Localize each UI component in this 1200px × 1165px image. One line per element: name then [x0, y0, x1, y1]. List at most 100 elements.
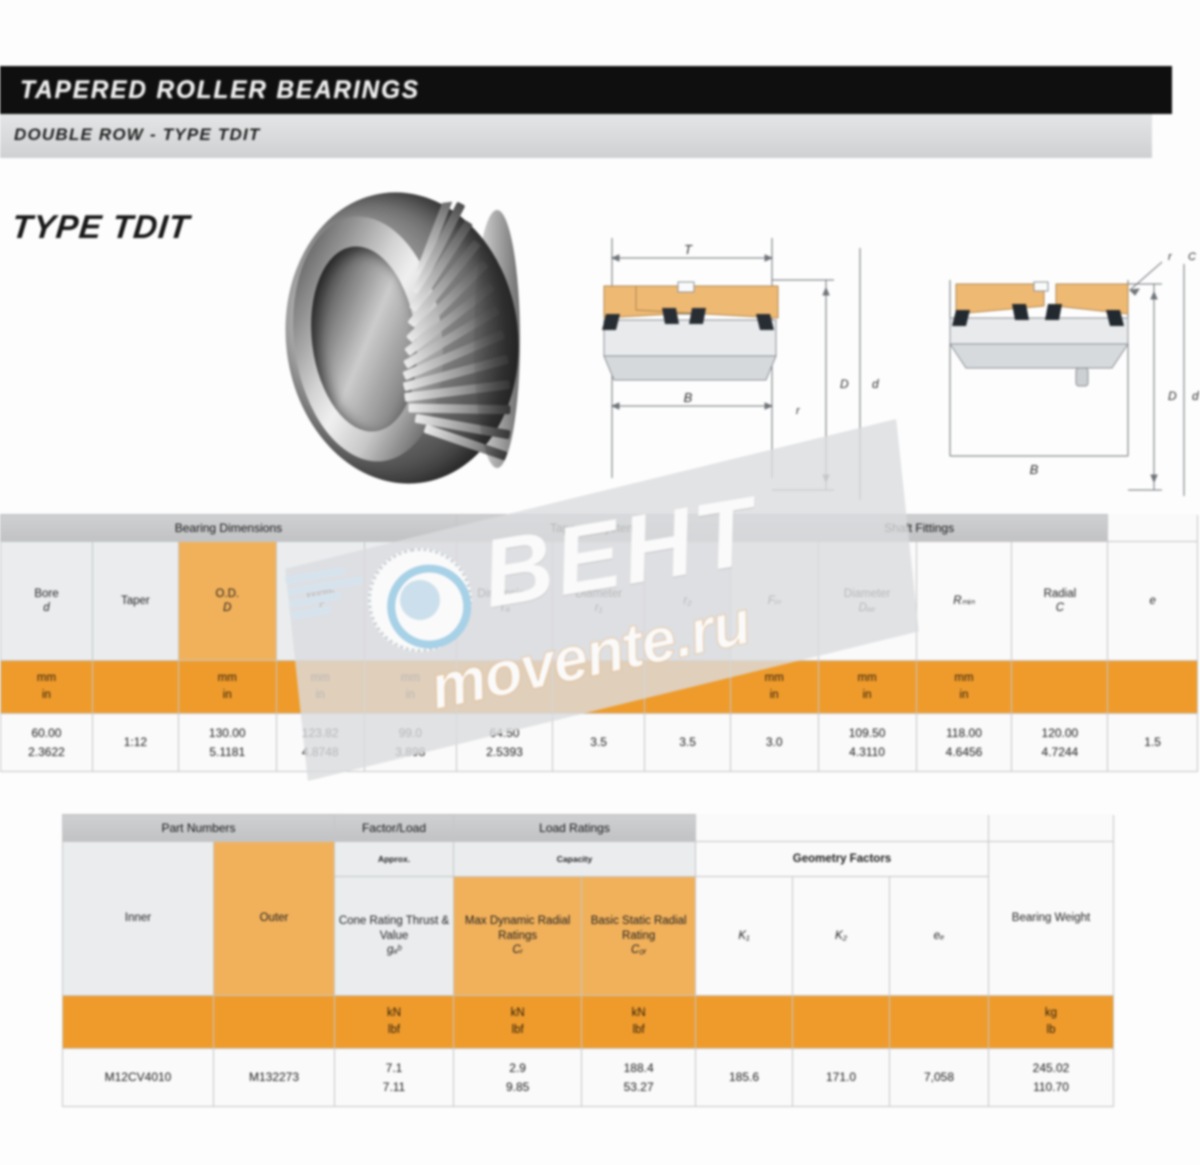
col-od-label: O.D.: [215, 587, 240, 600]
subgroup-capacity: Capacity: [453, 841, 696, 877]
svg-text:D: D: [1168, 389, 1177, 403]
cell-top: M132273: [248, 1070, 300, 1085]
cell-static-rating: 188.4 53.27: [581, 1048, 696, 1107]
unit-top: mm: [857, 671, 877, 684]
col-dae-label: Diameter: [843, 587, 891, 600]
cell-top: 3.5: [679, 735, 696, 750]
col-inner-label: Inner: [124, 912, 152, 925]
cell-top: 1:12: [123, 735, 148, 750]
unit-cell: [792, 995, 890, 1049]
bearing-photo: [269, 178, 535, 498]
table1-group-row: Bearing Dimensions Tapered System Shaft …: [0, 514, 1198, 542]
subgroup-approx: Approx.: [334, 841, 454, 877]
col-width: Width T: [275, 541, 365, 661]
cell-fin: 3.0: [729, 713, 819, 772]
group-part-numbers: Part Numbers: [62, 814, 335, 842]
table2-header-row: Cone Rating Thrust & Value gₐᵇ Max Dynam…: [63, 876, 1114, 996]
cell-radial: 120.00 4.7244: [1011, 713, 1109, 772]
col-width-symbol: T: [316, 602, 324, 614]
unit-bottom: lbf: [387, 1024, 401, 1036]
cell-top: 3.0: [765, 735, 783, 750]
cell-bottom: 4.7244: [1041, 744, 1079, 759]
cell-top: 2.9: [509, 1060, 526, 1075]
cell-bottom: 4.8748: [301, 744, 339, 759]
unit-top: kg: [1044, 1006, 1058, 1019]
cell-top: 60.00: [31, 725, 62, 740]
cell-top: 188.4: [623, 1060, 654, 1075]
unit-bottom: in: [769, 689, 779, 701]
col-cone-rating-label: Cone Rating Thrust & Value: [338, 915, 450, 942]
col-rmin-symbol: Rₘᵢₙ: [953, 594, 975, 607]
col-k1: K₁: [695, 876, 793, 996]
cell-ee: 7,058: [889, 1048, 989, 1107]
svg-text:B: B: [1030, 462, 1039, 477]
unit-bottom: in: [41, 689, 51, 701]
col-bore-label: Bore: [34, 587, 59, 600]
type-badge: TYPE TDIT: [10, 208, 192, 245]
bearing-dimensions-table: Bearing Dimensions Tapered System Shaft …: [0, 514, 1198, 772]
col-overall-width: Overall Width Assembly Total B: [363, 541, 457, 661]
header-subtitle-bar: DOUBLE ROW - TYPE TDIT: [0, 114, 1152, 158]
col-dimension-ta-label: Dimension: [477, 587, 532, 600]
col-fin: Fᵢₙ: [729, 541, 819, 661]
group-geometry-placeholder: [695, 814, 989, 842]
unit-cell: [91, 660, 179, 714]
col-outer: Outer: [213, 841, 335, 996]
group-tapered-system: Tapered System: [455, 514, 731, 542]
cell-bottom: 5.1181: [209, 744, 246, 759]
col-bearing-weight-label: Bearing Weight: [1011, 912, 1091, 925]
unit-top: mm: [310, 671, 330, 684]
col-dynamic-rating-label: Max Dynamic Radial Ratings: [464, 915, 571, 942]
cross-section-diagram-1: T B D d r: [588, 228, 888, 504]
col-bore: Bore d: [0, 541, 93, 661]
col-cone-rating: Cone Rating Thrust & Value gₐᵇ: [334, 876, 454, 996]
cell-taper: 1:12: [91, 713, 179, 772]
group-blank: [1107, 514, 1198, 542]
col-inner: Inner: [62, 841, 214, 996]
col-ee-symbol: eₑ: [933, 929, 945, 942]
cell-bottom: 53.27: [623, 1079, 654, 1094]
cell-bottom: 9.85: [505, 1079, 530, 1094]
cell-k2: 171.0: [792, 1048, 890, 1107]
cell-bottom: 3.898: [395, 744, 426, 759]
col-r2-symbol: r₂: [683, 594, 692, 607]
col-overall-width-label: Overall Width Assembly Total: [371, 580, 449, 607]
group-weight-placeholder: [988, 814, 1114, 842]
col-overall-width-symbol: B: [406, 609, 415, 622]
bearing-cage-shadow: [474, 210, 520, 468]
cell-r1: 3.5: [552, 713, 646, 772]
unit-bottom: lb: [1046, 1024, 1056, 1036]
svg-text:d: d: [1192, 389, 1199, 403]
unit-cell: [62, 995, 214, 1049]
cell-od: 130.00 5.1181: [177, 713, 277, 772]
cell-top: 120.00: [1041, 725, 1079, 740]
col-r1: Diameter r₁: [552, 541, 646, 661]
col-dynamic-rating: Max Dynamic Radial Ratings Cᵣ: [452, 876, 583, 996]
cell-top: 7.1: [385, 1060, 403, 1075]
col-k1-symbol: K₁: [738, 929, 750, 942]
unit-cell: [455, 660, 554, 714]
table2-group-row: Part Numbers Factor/Load Load Ratings: [62, 814, 1114, 842]
col-dimension-ta-symbol: Tₐ: [498, 602, 511, 614]
col-od: O.D. D: [177, 541, 277, 661]
svg-text:r: r: [1168, 251, 1173, 263]
cell-top: 130.00: [208, 725, 246, 740]
cross-section-diagram-2: D d r C B: [916, 240, 1200, 500]
cell-top: 99.0: [398, 725, 422, 740]
col-taper: Taper: [91, 541, 179, 661]
cell-r2: 3.5: [644, 713, 731, 772]
cell-top: 3.5: [590, 735, 607, 750]
group-geometry-factors: Geometry Factors: [695, 841, 989, 877]
svg-text:C: C: [1188, 251, 1196, 263]
